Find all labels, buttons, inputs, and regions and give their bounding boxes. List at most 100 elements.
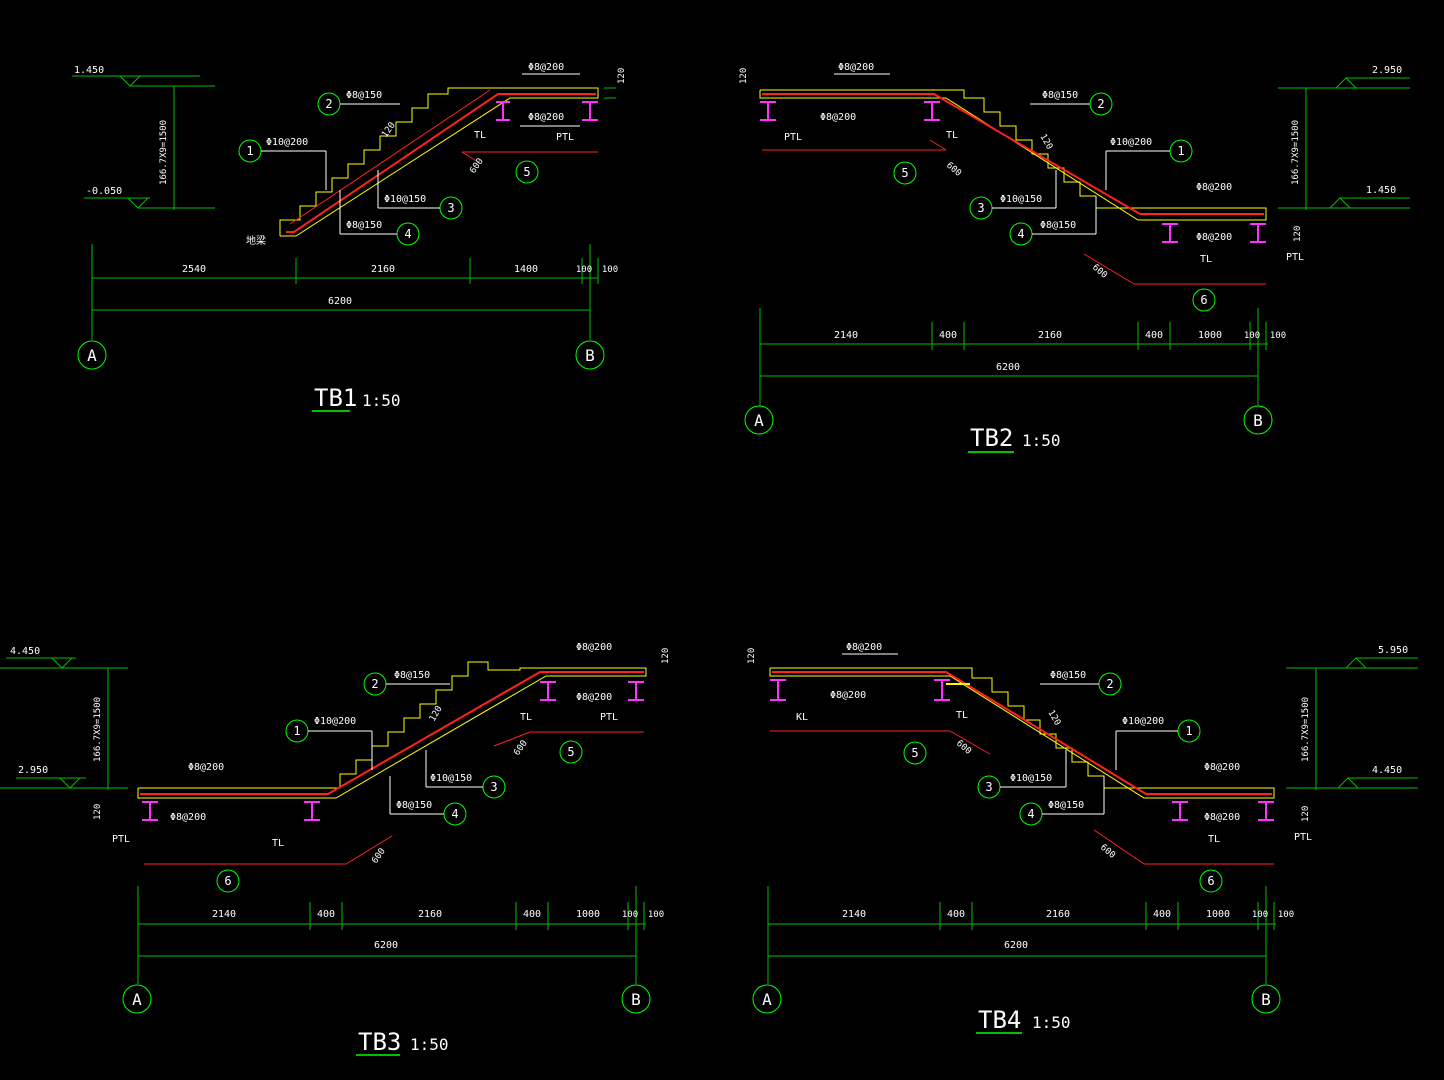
svg-text:Φ8@200: Φ8@200 <box>1204 762 1240 773</box>
svg-text:100: 100 <box>1244 331 1260 341</box>
callout-1: 1 Φ10@200 <box>1115 716 1201 770</box>
svg-text:Φ8@200: Φ8@200 <box>170 812 206 823</box>
svg-text:3: 3 <box>977 201 984 215</box>
grid-bubble-a: A <box>744 405 774 435</box>
svg-text:1000: 1000 <box>576 909 600 920</box>
dim-total: 6200 <box>328 296 352 307</box>
svg-text:1: 1 <box>293 724 300 738</box>
svg-text:2.950: 2.950 <box>18 765 48 776</box>
svg-text:6200: 6200 <box>996 362 1020 373</box>
svg-text:PTL: PTL <box>1286 252 1304 263</box>
grid-bubble-a: A <box>77 340 107 370</box>
svg-text:PTL: PTL <box>600 712 618 723</box>
callout-3: 3 Φ10@150 <box>377 170 463 220</box>
drawing-tb1: 1.450 -0.050 166.7X9=1500 2 Φ8@150 <box>72 62 627 412</box>
svg-text:Φ10@150: Φ10@150 <box>1000 194 1042 205</box>
svg-text:B: B <box>585 346 595 365</box>
stair-outline <box>759 89 1267 221</box>
dimension-lines <box>91 244 599 340</box>
elevation-top-label: 1.450 <box>74 65 104 76</box>
svg-text:6: 6 <box>224 874 231 888</box>
callout-6: 6 <box>1199 869 1223 893</box>
svg-text:5: 5 <box>901 166 908 180</box>
svg-text:Φ8@200: Φ8@200 <box>188 762 224 773</box>
drawing-title: TB2 <box>970 424 1013 452</box>
svg-text:6: 6 <box>1207 874 1214 888</box>
svg-text:Φ8@200: Φ8@200 <box>830 690 866 701</box>
svg-text:Φ8@150: Φ8@150 <box>1040 220 1076 231</box>
svg-text:TL: TL <box>1200 254 1212 265</box>
stair-outline <box>769 667 1275 799</box>
svg-text:Φ10@150: Φ10@150 <box>1010 773 1052 784</box>
svg-text:4: 4 <box>1027 807 1034 821</box>
svg-text:1: 1 <box>1185 724 1192 738</box>
svg-text:5: 5 <box>523 165 530 179</box>
bar-landing-bottom: Φ8@200 <box>528 112 564 123</box>
rebar-main <box>762 93 1264 215</box>
drawing-tb4: Φ8@200 Φ8@200 Φ8@200 Φ8@200 KL TL TL PTL… <box>747 642 1418 1034</box>
beam-label-ptl: PTL <box>556 132 574 143</box>
svg-text:Φ8@200: Φ8@200 <box>838 62 874 73</box>
svg-text:TL: TL <box>1208 834 1220 845</box>
callout-3: 3 Φ10@150 <box>977 750 1067 799</box>
callout-2: 2 Φ8@150 <box>317 90 400 116</box>
svg-text:A: A <box>762 990 772 1009</box>
dimension-lines <box>137 886 646 984</box>
svg-text:4.450: 4.450 <box>10 646 40 657</box>
bar-landing-top: Φ8@200 <box>528 62 564 73</box>
dim-5: 100 <box>602 265 618 275</box>
svg-text:100: 100 <box>1278 910 1294 920</box>
svg-text:Φ8@150: Φ8@150 <box>1042 90 1078 101</box>
beams <box>770 679 1274 821</box>
svg-text:166.7X9=1500: 166.7X9=1500 <box>1301 697 1311 762</box>
svg-text:400: 400 <box>1145 330 1163 341</box>
callout-3: 3 Φ10@150 <box>969 170 1057 220</box>
svg-text:6200: 6200 <box>374 940 398 951</box>
callout-3: 3 Φ10@150 <box>425 750 506 799</box>
dim-1: 2540 <box>182 264 206 275</box>
dimension-lines <box>767 886 1276 984</box>
rebar-main <box>286 93 596 233</box>
svg-text:2160: 2160 <box>418 909 442 920</box>
grid-bubble-b: B <box>1243 405 1273 435</box>
svg-text:Φ8@200: Φ8@200 <box>1196 232 1232 243</box>
svg-text:KL: KL <box>796 712 808 723</box>
svg-text:2160: 2160 <box>1046 909 1070 920</box>
svg-text:100: 100 <box>1252 910 1268 920</box>
svg-text:TL: TL <box>946 130 958 141</box>
svg-text:2: 2 <box>325 97 332 111</box>
svg-text:400: 400 <box>939 330 957 341</box>
svg-text:4.450: 4.450 <box>1372 765 1402 776</box>
drawing-scale: 1:50 <box>410 1035 449 1054</box>
svg-text:Φ8@200: Φ8@200 <box>1204 812 1240 823</box>
svg-text:400: 400 <box>317 909 335 920</box>
dim-4: 100 <box>576 265 592 275</box>
height-note: 166.7X9=1500 <box>159 120 169 185</box>
svg-text:B: B <box>1253 411 1263 430</box>
dim-3: 1400 <box>514 264 538 275</box>
svg-text:2: 2 <box>1097 97 1104 111</box>
svg-text:120: 120 <box>1301 806 1311 822</box>
elevation-bottom: -0.050 <box>84 186 215 209</box>
svg-text:400: 400 <box>1153 909 1171 920</box>
beam-ptl <box>582 101 598 121</box>
svg-text:B: B <box>1261 990 1271 1009</box>
dimension-lines <box>759 308 1268 406</box>
drawing-scale: 1:50 <box>1032 1013 1071 1032</box>
svg-text:3: 3 <box>985 780 992 794</box>
svg-text:A: A <box>87 346 97 365</box>
callout-5: 5 <box>903 741 927 765</box>
drawing-title: TB4 <box>978 1006 1021 1034</box>
grid-bubble-b: B <box>1251 984 1281 1014</box>
svg-text:2.950: 2.950 <box>1372 65 1402 76</box>
svg-text:1000: 1000 <box>1206 909 1230 920</box>
callout-4: 4 Φ8@150 <box>1019 776 1105 826</box>
svg-text:120: 120 <box>747 648 757 664</box>
stair-outline <box>137 661 647 799</box>
svg-text:2160: 2160 <box>1038 330 1062 341</box>
elevation-top: 1.450 <box>72 65 215 87</box>
svg-text:Φ8@150: Φ8@150 <box>1050 670 1086 681</box>
beam-tl <box>496 101 510 121</box>
svg-text:166.7X9=1500: 166.7X9=1500 <box>93 697 103 762</box>
svg-text:Φ8@200: Φ8@200 <box>576 692 612 703</box>
